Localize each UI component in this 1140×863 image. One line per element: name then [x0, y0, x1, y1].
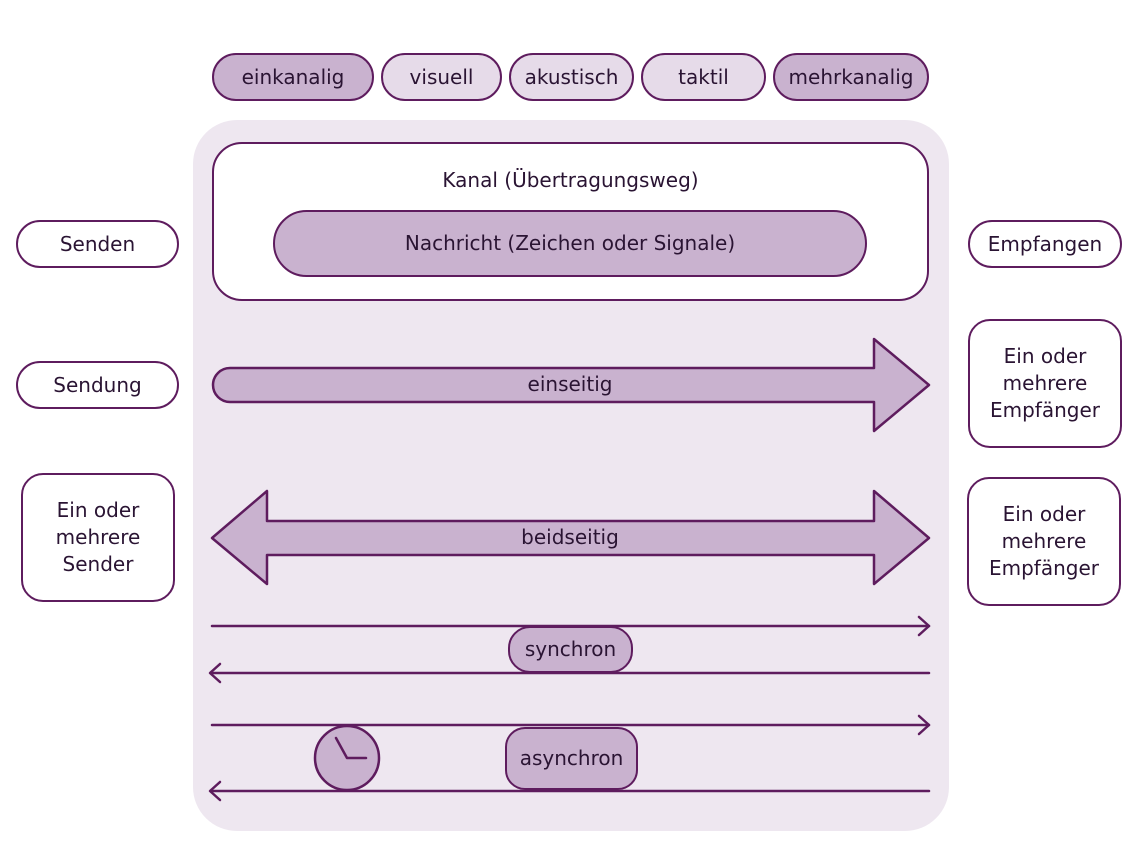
- two-way-label: beidseitig: [521, 525, 619, 549]
- two-way-arrow: [210, 489, 931, 586]
- receivers-box-two-way: Ein oder mehrere Empfänger: [967, 477, 1121, 606]
- send-box: Senden: [16, 220, 179, 268]
- sync-pill: synchron: [508, 626, 633, 673]
- channel-type-mehrkanalig: mehrkanalig: [773, 53, 929, 101]
- shipment-box: Sendung: [16, 361, 179, 409]
- receivers-box-one-way: Ein oder mehrere Empfänger: [968, 319, 1122, 448]
- channel-type-einkanalig: einkanalig: [212, 53, 374, 101]
- async-pill: asynchron: [505, 727, 638, 790]
- clock-icon: [313, 724, 381, 792]
- one-way-label: einseitig: [527, 372, 613, 396]
- channel-type-taktil: taktil: [641, 53, 766, 101]
- channel-type-visuell: visuell: [381, 53, 502, 101]
- message-pill: Nachricht (Zeichen oder Signale): [273, 210, 867, 277]
- one-way-arrow: [211, 337, 931, 433]
- channel-type-akustisch: akustisch: [509, 53, 634, 101]
- receive-box: Empfangen: [968, 220, 1122, 268]
- senders-box: Ein oder mehrere Sender: [21, 473, 175, 602]
- async-lines: [208, 714, 931, 802]
- channel-title: Kanal (Übertragungsweg): [442, 168, 699, 192]
